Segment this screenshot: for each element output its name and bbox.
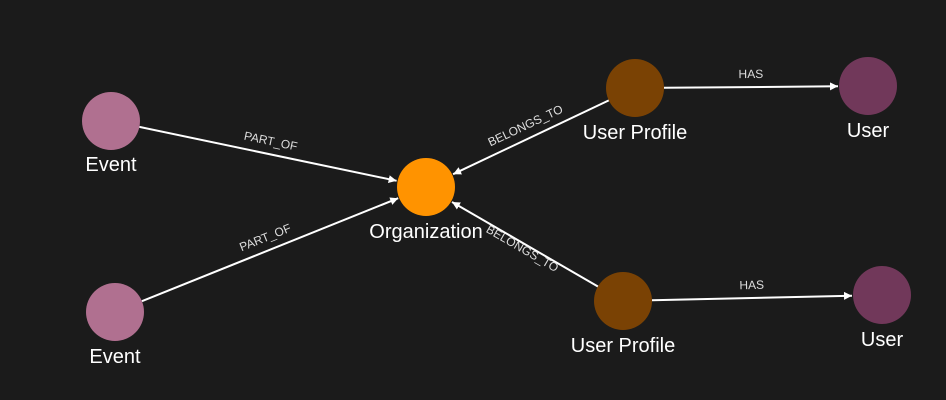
edge-belongs-to[interactable]: BELONGS_TO bbox=[451, 201, 599, 288]
edge-label: BELONGS_TO bbox=[486, 102, 565, 149]
node-user-profile-2[interactable]: User Profile bbox=[571, 272, 675, 357]
node-label: Organization bbox=[369, 221, 482, 243]
node-circle[interactable] bbox=[86, 283, 144, 341]
node-user-profile-1[interactable]: User Profile bbox=[583, 59, 687, 144]
edge-has[interactable]: HAS bbox=[663, 67, 839, 91]
node-circle[interactable] bbox=[397, 158, 455, 216]
node-circle[interactable] bbox=[853, 266, 911, 324]
edges-layer: PART_OF PART_OF BELONGS_TO BELONGS_TO HAS HAS bbox=[139, 67, 853, 303]
edge-label: BELONGS_TO bbox=[484, 222, 561, 275]
edge-label: HAS bbox=[739, 278, 764, 293]
node-label: Event bbox=[85, 154, 137, 176]
node-label: User Profile bbox=[583, 122, 687, 144]
edge-label: PART_OF bbox=[237, 221, 293, 254]
node-circle[interactable] bbox=[606, 59, 664, 117]
edge-line[interactable] bbox=[139, 125, 397, 184]
edge-line[interactable] bbox=[663, 82, 839, 91]
edge-line[interactable] bbox=[452, 99, 610, 176]
edge-line[interactable] bbox=[651, 291, 853, 302]
node-user-2[interactable]: User bbox=[853, 266, 911, 351]
node-event-1[interactable]: Event bbox=[82, 92, 140, 176]
node-user-1[interactable]: User bbox=[839, 57, 897, 142]
node-label: Event bbox=[89, 346, 141, 368]
node-circle[interactable] bbox=[82, 92, 140, 150]
node-label: User Profile bbox=[571, 335, 675, 357]
edge-part-of[interactable]: PART_OF bbox=[139, 125, 397, 184]
edge-line[interactable] bbox=[141, 197, 399, 303]
node-organization[interactable]: Organization bbox=[369, 158, 483, 243]
edge-has[interactable]: HAS bbox=[651, 278, 853, 302]
edge-label: HAS bbox=[738, 67, 763, 81]
node-label: User bbox=[861, 329, 904, 351]
node-circle[interactable] bbox=[839, 57, 897, 115]
node-circle[interactable] bbox=[594, 272, 652, 330]
edge-part-of[interactable]: PART_OF bbox=[141, 197, 399, 303]
node-event-2[interactable]: Event bbox=[86, 283, 144, 368]
node-label: User bbox=[847, 120, 890, 142]
edge-line[interactable] bbox=[451, 201, 599, 288]
